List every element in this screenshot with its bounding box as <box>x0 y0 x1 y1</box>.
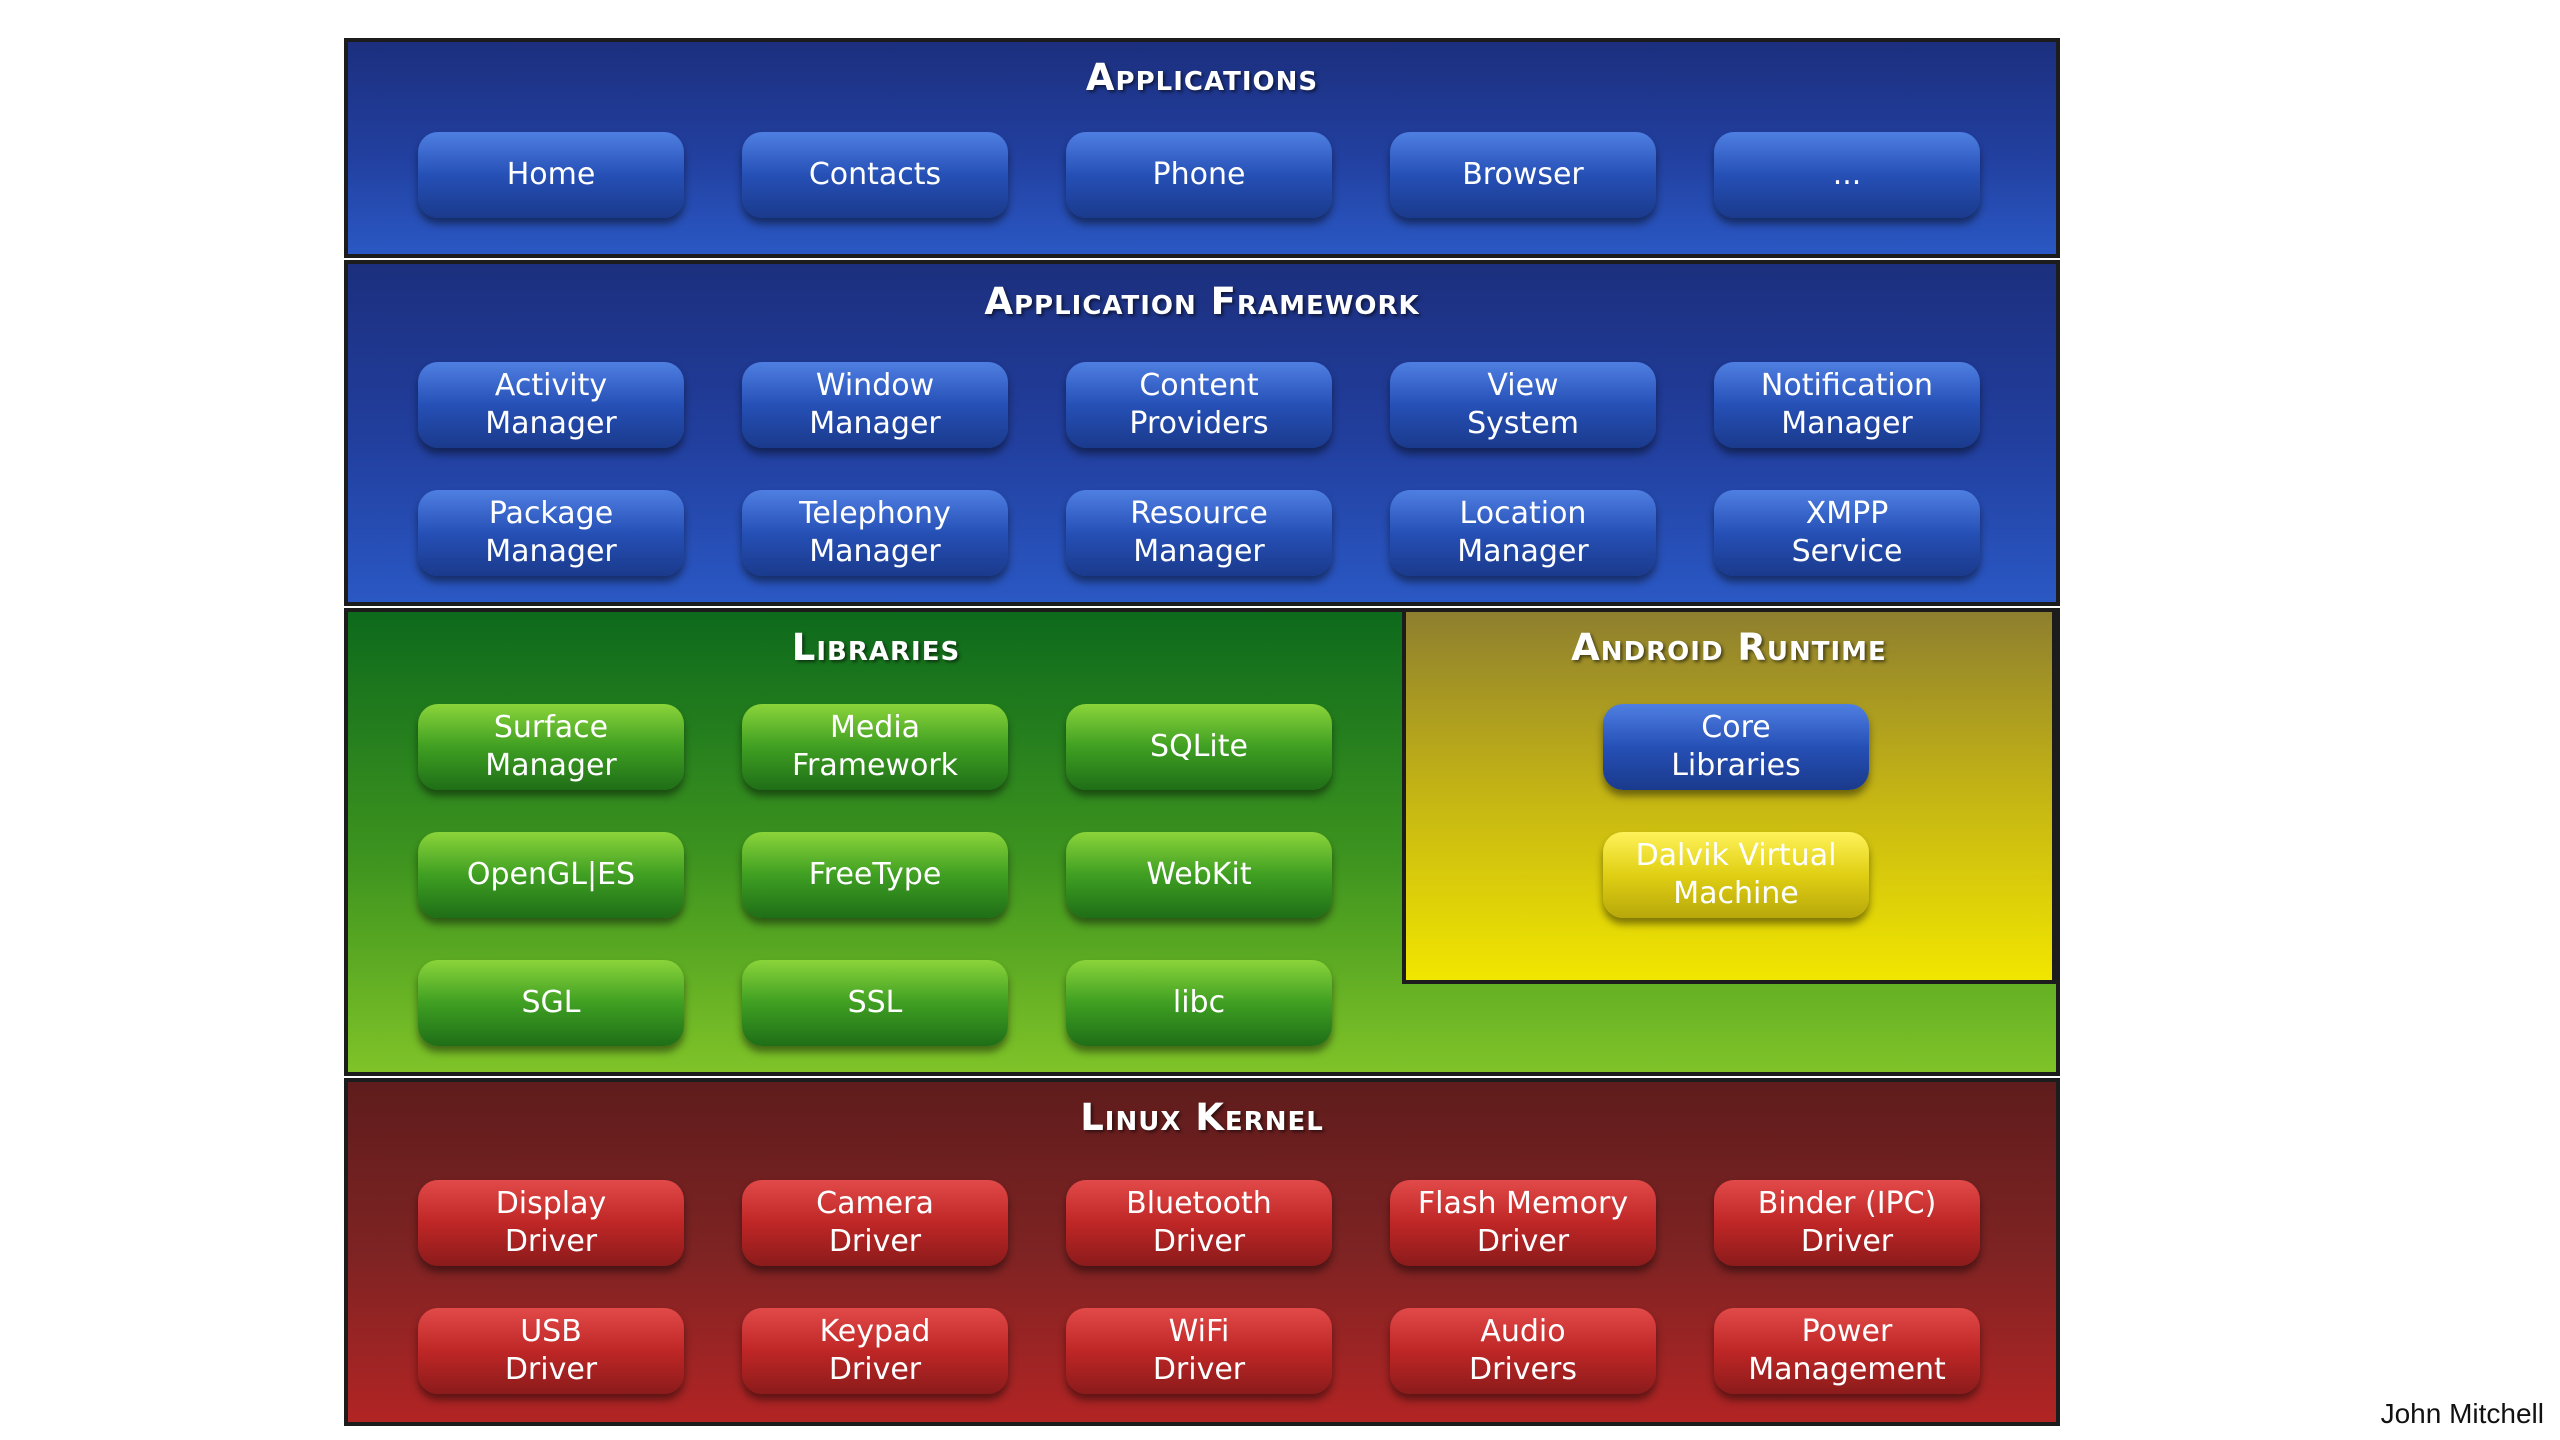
display-driver-box: Display Driver <box>418 1180 684 1266</box>
usb-driver-box: USB Driver <box>418 1308 684 1394</box>
content-providers-box: Content Providers <box>1066 362 1332 448</box>
framework-title: Application Framework <box>984 280 1420 323</box>
binder-ipc-driver-box: Binder (IPC) Driver <box>1714 1180 1980 1266</box>
sgl-box: SGL <box>418 960 684 1046</box>
media-framework-box: Media Framework <box>742 704 1008 790</box>
opengl-es-box: OpenGL|ES <box>418 832 684 918</box>
libc-box: libc <box>1066 960 1332 1046</box>
author-credit: John Mitchell <box>2380 1398 2544 1429</box>
notification-manager-box: Notification Manager <box>1714 362 1980 448</box>
sqlite-box: SQLite <box>1066 704 1332 790</box>
activity-manager-box: Activity Manager <box>418 362 684 448</box>
xmpp-service-box: XMPP Service <box>1714 490 1980 576</box>
core-libraries-box: Core Libraries <box>1603 704 1869 790</box>
app-home-box: Home <box>418 132 684 218</box>
keypad-driver-box: Keypad Driver <box>742 1308 1008 1394</box>
ssl-box: SSL <box>742 960 1008 1046</box>
window-manager-box: Window Manager <box>742 362 1008 448</box>
dalvik-vm-box: Dalvik Virtual Machine <box>1603 832 1869 918</box>
location-manager-box: Location Manager <box>1390 490 1656 576</box>
app-more-box: ... <box>1714 132 1980 218</box>
app-browser-box: Browser <box>1390 132 1656 218</box>
freetype-box: FreeType <box>742 832 1008 918</box>
android-runtime-title: Android Runtime <box>1571 626 1887 669</box>
app-phone-box: Phone <box>1066 132 1332 218</box>
app-contacts-box: Contacts <box>742 132 1008 218</box>
package-manager-box: Package Manager <box>418 490 684 576</box>
surface-manager-box: Surface Manager <box>418 704 684 790</box>
resource-manager-box: Resource Manager <box>1066 490 1332 576</box>
linux-kernel-title: Linux Kernel <box>1080 1096 1324 1139</box>
applications-title: Applications <box>1085 56 1319 99</box>
bluetooth-driver-box: Bluetooth Driver <box>1066 1180 1332 1266</box>
libraries-title: Libraries <box>791 626 961 669</box>
telephony-manager-box: Telephony Manager <box>742 490 1008 576</box>
camera-driver-box: Camera Driver <box>742 1180 1008 1266</box>
android-runtime-layer: Android Runtime <box>1402 608 2056 984</box>
flash-memory-driver-box: Flash Memory Driver <box>1390 1180 1656 1266</box>
view-system-box: View System <box>1390 362 1656 448</box>
audio-drivers-box: Audio Drivers <box>1390 1308 1656 1394</box>
webkit-box: WebKit <box>1066 832 1332 918</box>
wifi-driver-box: WiFi Driver <box>1066 1308 1332 1394</box>
power-management-box: Power Management <box>1714 1308 1980 1394</box>
